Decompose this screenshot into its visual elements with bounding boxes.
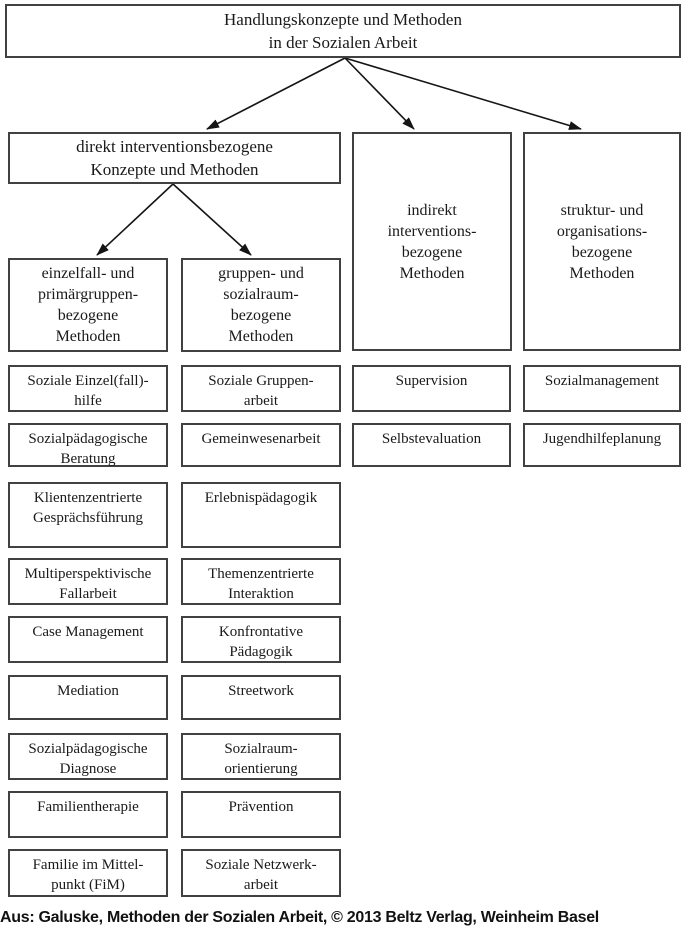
method-box: Multiperspektivische Fallarbeit bbox=[8, 558, 168, 605]
branch-direkt-box: direkt interventionsbezogene Konzepte un… bbox=[8, 132, 341, 184]
method-box: Sozialmanagement bbox=[523, 365, 681, 412]
method-box: Streetwork bbox=[181, 675, 341, 720]
method-box: Case Management bbox=[8, 616, 168, 663]
method-box: Sozialpädagogische Diagnose bbox=[8, 733, 168, 780]
method-box: Selbstevaluation bbox=[352, 423, 511, 467]
method-box: Soziale Einzel(fall)- hilfe bbox=[8, 365, 168, 412]
method-box: Gemeinwesenarbeit bbox=[181, 423, 341, 467]
branch-indirekt-box: indirekt interventions- bezogene Methode… bbox=[352, 132, 512, 351]
method-box: Themenzentrierte Interaktion bbox=[181, 558, 341, 605]
method-box: Mediation bbox=[8, 675, 168, 720]
subbranch-einzelfall-box: einzelfall- und primärgruppen- bezogene … bbox=[8, 258, 168, 352]
source-caption: Aus: Galuske, Methoden der Sozialen Arbe… bbox=[0, 909, 599, 926]
method-box: Erlebnispädagogik bbox=[181, 482, 341, 548]
method-box: Klientenzentrierte Gesprächsführung bbox=[8, 482, 168, 548]
method-box: Supervision bbox=[352, 365, 511, 412]
arrow-root-to-indirekt bbox=[344, 57, 415, 130]
method-box: Sozialpädagogische Beratung bbox=[8, 423, 168, 467]
root-title-box: Handlungskonzepte und Methoden in der So… bbox=[5, 4, 681, 58]
method-box: Soziale Netzwerk- arbeit bbox=[181, 849, 341, 897]
method-box: Sozialraum- orientierung bbox=[181, 733, 341, 780]
arrow-root-to-direkt bbox=[206, 57, 346, 130]
method-box: Konfrontative Pädagogik bbox=[181, 616, 341, 663]
method-box: Soziale Gruppen- arbeit bbox=[181, 365, 341, 412]
subbranch-gruppen-box: gruppen- und sozialraum- bezogene Method… bbox=[181, 258, 341, 352]
method-box: Familientherapie bbox=[8, 791, 168, 838]
arrow-direkt-to-gruppen bbox=[172, 183, 252, 256]
branch-struktur-box: struktur- und organisations- bezogene Me… bbox=[523, 132, 681, 351]
arrow-root-to-struktur bbox=[344, 57, 582, 130]
arrow-direkt-to-einzelfall bbox=[96, 183, 174, 256]
method-box: Jugendhilfeplanung bbox=[523, 423, 681, 467]
method-box: Familie im Mittel- punkt (FiM) bbox=[8, 849, 168, 897]
method-box: Prävention bbox=[181, 791, 341, 838]
